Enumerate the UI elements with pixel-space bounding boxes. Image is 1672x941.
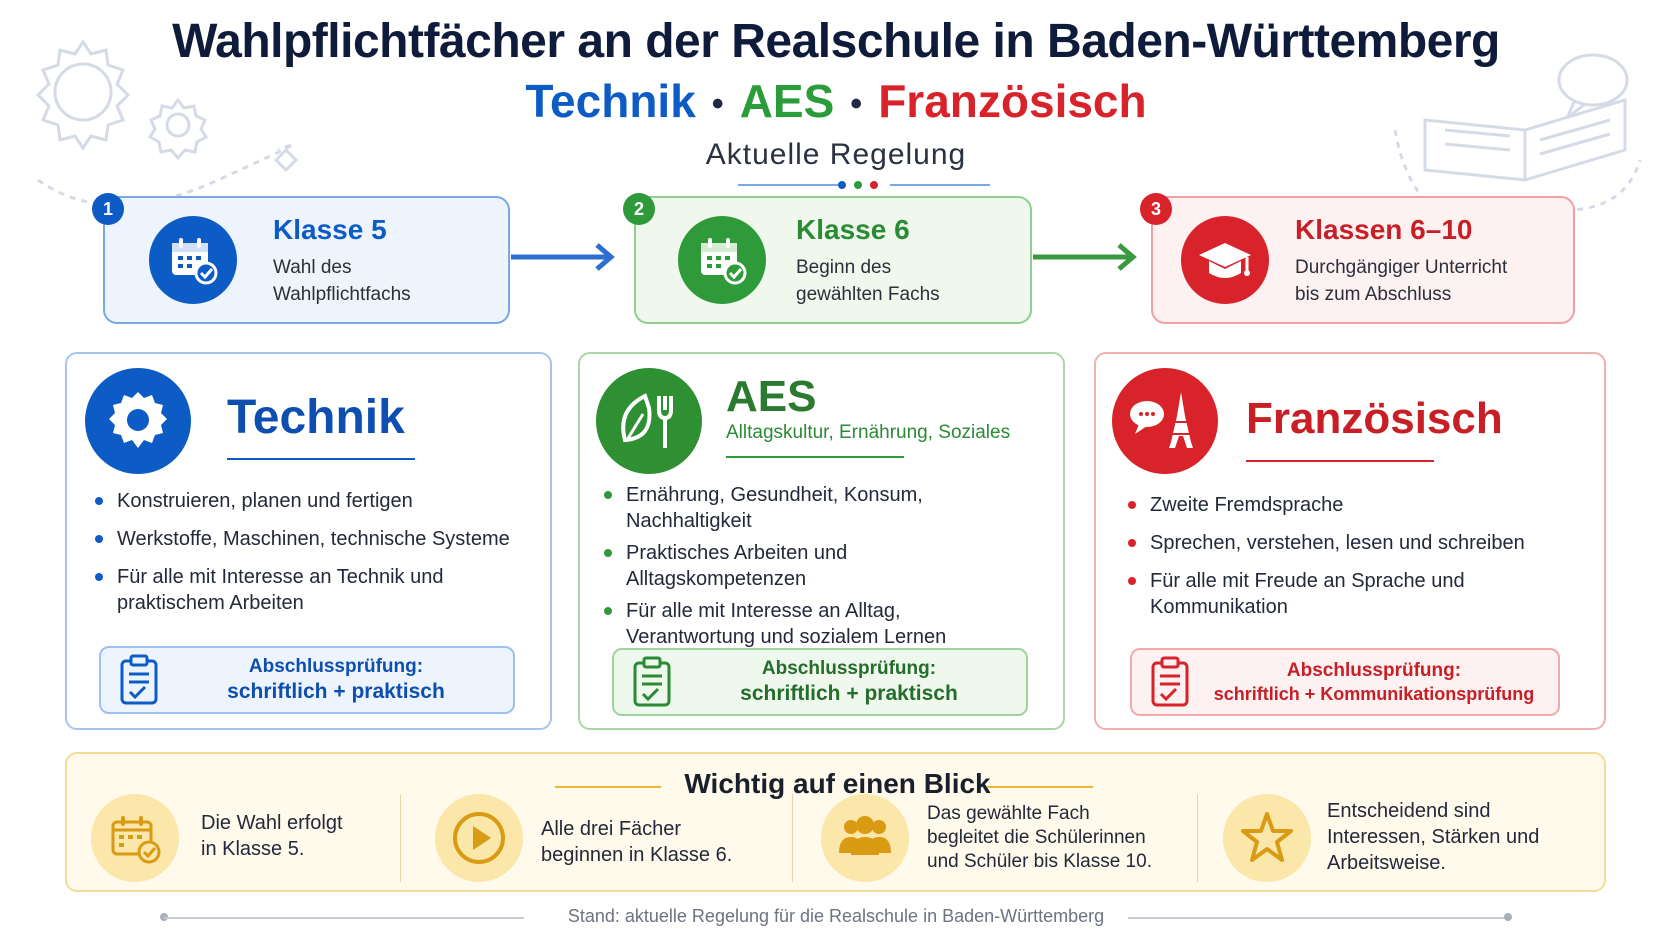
clipboard-check-icon: [1151, 656, 1189, 707]
page-title: Wahlpflichtfächer an der Realschule in B…: [172, 15, 1500, 68]
subject-card-technik: Technik Konstruieren, planen und fertige…: [65, 352, 552, 730]
step-text: Durchgängiger Unterricht bis zum Abschlu…: [1295, 254, 1507, 308]
people-icon: [821, 794, 909, 882]
bottom-title-line: [555, 786, 661, 788]
decorative-gears-icon: [35, 39, 299, 207]
exam-box: Abschlussprüfung: schriftlich + Kommunik…: [1130, 648, 1560, 716]
title-underline: [227, 458, 415, 460]
section-divider: [738, 184, 838, 186]
footer-line: [1128, 917, 1508, 919]
exam-box: Abschlussprüfung: schriftlich + praktisc…: [612, 648, 1028, 716]
step-heading: Klasse 6: [796, 214, 910, 245]
step-text-line: Wahl des: [273, 257, 352, 278]
step-heading: Klasse 5: [273, 214, 387, 245]
subject-card-franzoesisch: Französisch Zweite Fremdsprache Sprechen…: [1094, 352, 1606, 730]
step-text-line: gewählten Fachs: [796, 284, 940, 305]
exam-label: Abschlussprüfung:: [761, 658, 937, 679]
title-underline: [1246, 460, 1434, 462]
step-text: Wahl des Wahlpflichtfachs: [273, 254, 411, 308]
step-text-line: Beginn des: [796, 257, 892, 278]
clipboard-check-icon: [633, 656, 671, 707]
step-text: Beginn des gewählten Fachs: [796, 254, 940, 308]
calendar-check-icon: [678, 216, 766, 304]
list-item: Werkstoffe, Maschinen, technische System…: [93, 526, 543, 552]
key-facts-title: Wichtig auf einen Blick: [684, 768, 991, 799]
key-fact-text: Entscheidend sind Interessen, Stärken un…: [1327, 800, 1540, 874]
subtitle-separator: •: [711, 85, 724, 124]
exam-label: Abschlussprüfung:: [248, 656, 424, 677]
divider-dot: [870, 181, 878, 189]
exam-label: Abschlussprüfung:: [1286, 659, 1462, 681]
clipboard-check-icon: [120, 654, 158, 705]
arrow-right-icon: [511, 243, 615, 271]
subtitle-aes: AES: [739, 75, 835, 127]
step-heading: Klassen 6–10: [1295, 214, 1473, 245]
list-item: Für alle mit Interesse an Alltag,Verantw…: [602, 598, 1052, 650]
section-divider: [890, 184, 990, 186]
subtitle-franzoesisch: Französisch: [878, 75, 1147, 127]
step-number-badge: 1: [92, 193, 124, 225]
subtitle-technik: Technik: [525, 75, 696, 127]
card-title: Französisch: [1246, 394, 1503, 443]
card-subtitle: Alltagskultur, Ernährung, Soziales: [726, 422, 1011, 443]
key-fact-text: Die Wahl erfolgt in Klasse 5.: [201, 812, 343, 860]
footer-dot: [1504, 913, 1512, 921]
subject-subtitle: Technik • AES • Französisch: [0, 74, 1672, 128]
divider: [1197, 794, 1198, 882]
footer-line: [164, 917, 524, 919]
key-facts-box: Wichtig auf einen Blick Die Wahl erfolgt…: [65, 752, 1606, 892]
calendar-check-icon: [91, 794, 179, 882]
bullet-list: Ernährung, Gesundheit, Konsum,Nachhaltig…: [602, 482, 1052, 650]
key-fact-text: Alle drei Fächer beginnen in Klasse 6.: [541, 818, 733, 866]
star-icon: [1223, 794, 1311, 882]
step-card-klasse-6: Klasse 6 Beginn des gewählten Fachs: [634, 196, 1032, 324]
bullet-list: Konstruieren, planen und fertigen Werkst…: [93, 488, 543, 616]
list-item: Zweite Fremdsprache: [1126, 492, 1596, 518]
card-title: AES: [726, 372, 817, 421]
divider: [400, 794, 401, 882]
step-text-line: Durchgängiger Unterricht: [1295, 257, 1508, 278]
divider-dot: [854, 181, 862, 189]
exam-value: schriftlich + praktisch: [740, 682, 958, 705]
step-number-badge: 3: [1140, 193, 1172, 225]
list-item: Konstruieren, planen und fertigen: [93, 488, 543, 514]
bottom-title-line: [987, 786, 1093, 788]
arrow-right-icon: [1033, 243, 1137, 271]
list-item: Ernährung, Gesundheit, Konsum,Nachhaltig…: [602, 482, 1052, 534]
list-item: Sprechen, verstehen, lesen und schreiben: [1126, 530, 1596, 556]
step-number-badge: 2: [623, 193, 655, 225]
exam-text: Abschlussprüfung: schriftlich + Kommunik…: [1190, 660, 1558, 705]
step-text-line: bis zum Abschluss: [1295, 284, 1452, 305]
bullet-list: Zweite Fremdsprache Sprechen, verstehen,…: [1126, 492, 1596, 620]
step-text-line: Wahlpflichtfachs: [273, 284, 411, 305]
section-title: Aktuelle Regelung: [705, 138, 967, 171]
card-title: Technik: [227, 391, 405, 444]
step-card-klassen-6-10: Klassen 6–10 Durchgängiger Unterricht bi…: [1151, 196, 1575, 324]
play-icon: [435, 794, 523, 882]
subtitle-separator: •: [850, 85, 863, 124]
graduation-cap-icon: [1181, 216, 1269, 304]
eiffel-tower-speech-icon: [1112, 368, 1218, 474]
exam-value: schriftlich + Kommunikationsprüfung: [1213, 683, 1535, 704]
calendar-check-icon: [149, 216, 237, 304]
subject-card-aes: AES Alltagskultur, Ernährung, Soziales E…: [578, 352, 1065, 730]
exam-text: Abschlussprüfung: schriftlich + praktisc…: [159, 656, 513, 704]
exam-value: schriftlich + praktisch: [227, 680, 445, 703]
divider-dot: [838, 181, 846, 189]
footer-note: Stand: aktuelle Regelung für die Realsch…: [567, 906, 1105, 926]
key-fact-text: Das gewählte Fach begleitet die Schüleri…: [927, 803, 1152, 872]
step-card-klasse-5: Klasse 5 Wahl des Wahlpflichtfachs: [103, 196, 510, 324]
exam-box: Abschlussprüfung: schriftlich + praktisc…: [99, 646, 515, 714]
divider: [792, 794, 793, 882]
gear-icon: [85, 368, 191, 474]
leaf-fork-icon: [596, 368, 702, 474]
exam-text: Abschlussprüfung: schriftlich + praktisc…: [672, 658, 1026, 706]
decorative-book-icon: [1393, 53, 1642, 222]
title-underline: [726, 456, 904, 458]
